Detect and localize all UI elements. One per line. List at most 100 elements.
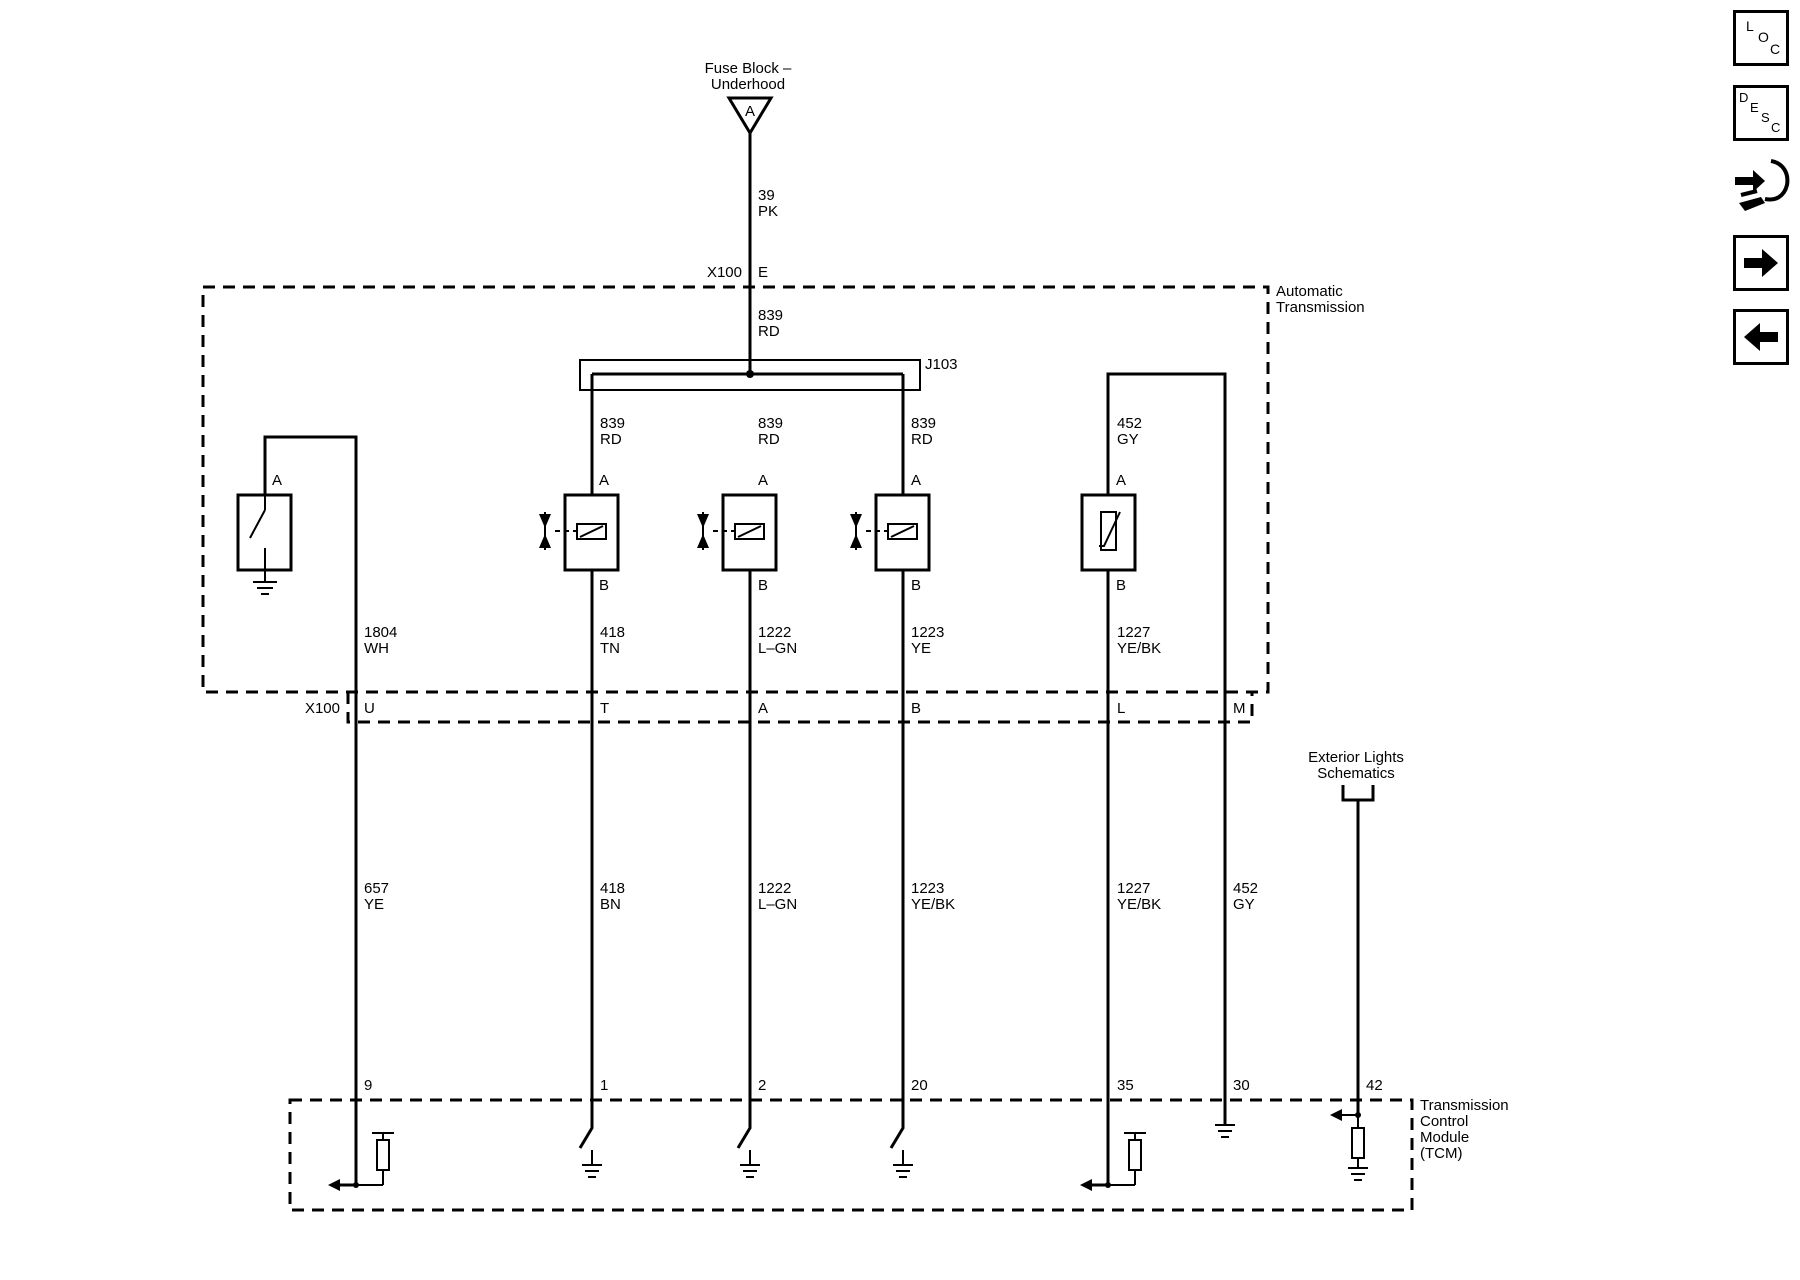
harness-wire-6-circuit: 452 bbox=[1233, 880, 1258, 897]
tcm-pin-42: 42 bbox=[1366, 1077, 1383, 1094]
wire-1223 bbox=[889, 570, 905, 1149]
tcm-boundary bbox=[288, 1098, 1414, 1212]
inner-wire-3-circuit: 839 bbox=[911, 415, 936, 432]
previous-button[interactable] bbox=[1733, 309, 1789, 365]
tcm-resistor-42-icon bbox=[1351, 1127, 1365, 1159]
tcm-label-2: Control bbox=[1420, 1113, 1468, 1130]
svg-text:D: D bbox=[1739, 90, 1748, 105]
wire-418 bbox=[578, 570, 594, 1149]
harness-wire-2-circuit: 418 bbox=[600, 880, 625, 897]
solenoid-1 bbox=[539, 493, 620, 572]
wire-switch-loop bbox=[263, 435, 358, 1185]
lower-wire-2-circuit: 418 bbox=[600, 624, 625, 641]
automatic-transmission-label-1: Automatic bbox=[1276, 283, 1343, 300]
tcm-input-42-arrow-icon bbox=[1330, 1109, 1342, 1121]
x100-pin-u: U bbox=[364, 700, 375, 717]
tcm-pin-9: 9 bbox=[364, 1077, 372, 1094]
tcm-ground-1-icon bbox=[582, 1150, 602, 1178]
connector-x100-bottom bbox=[346, 692, 1254, 724]
sol3-pin-a: A bbox=[911, 472, 921, 489]
tcm-input-9-arrow-icon bbox=[328, 1179, 340, 1191]
connector-top-pin: E bbox=[758, 264, 768, 281]
inner-wire-4-circuit: 452 bbox=[1117, 415, 1142, 432]
x100-pin-t: T bbox=[600, 700, 609, 717]
exterior-lights-label-1: Exterior Lights bbox=[1308, 749, 1404, 766]
switch-ground-icon bbox=[253, 581, 277, 595]
svg-text:C: C bbox=[1770, 41, 1780, 57]
next-button[interactable] bbox=[1733, 235, 1789, 291]
tcm-pin-2: 2 bbox=[758, 1077, 766, 1094]
tcm-ground-2-icon bbox=[740, 1150, 760, 1178]
fuse-block-label-2: Underhood bbox=[711, 76, 785, 93]
tcm-label-1: Transmission bbox=[1420, 1097, 1509, 1114]
lower-wire-1-circuit: 1804 bbox=[364, 624, 397, 641]
switch-contact-icon bbox=[249, 495, 266, 582]
lower-wire-5-color: YE/BK bbox=[1117, 640, 1161, 657]
tcm-input-35 bbox=[1080, 1132, 1146, 1191]
fuse-block-pin: A bbox=[745, 103, 755, 120]
tcm-pin-1: 1 bbox=[600, 1077, 608, 1094]
x100-pin-b: B bbox=[911, 700, 921, 717]
connector-bottom-name: X100 bbox=[305, 700, 340, 717]
desc-icon: D E S C bbox=[1739, 90, 1780, 135]
tcm-ground-20-icon bbox=[893, 1150, 913, 1178]
harness-wire-5-circuit: 1227 bbox=[1117, 880, 1150, 897]
svg-text:O: O bbox=[1758, 29, 1769, 45]
solenoid-2 bbox=[697, 493, 778, 572]
x100-pin-a: A bbox=[758, 700, 768, 717]
temp-pin-a: A bbox=[1116, 472, 1126, 489]
sol2-pin-a: A bbox=[758, 472, 768, 489]
harness-wire-4-color: YE/BK bbox=[911, 896, 955, 913]
tcm-pin-30: 30 bbox=[1233, 1077, 1250, 1094]
sol3-pin-b: B bbox=[911, 577, 921, 594]
solenoid-3 bbox=[850, 493, 931, 572]
automatic-transmission-label-2: Transmission bbox=[1276, 299, 1365, 316]
tcm-pin-20: 20 bbox=[911, 1077, 928, 1094]
loc-button[interactable]: L O C bbox=[1733, 10, 1789, 66]
harness-wire-5-color: YE/BK bbox=[1117, 896, 1161, 913]
sol1-pin-a: A bbox=[599, 472, 609, 489]
splice-name: J103 bbox=[925, 356, 958, 373]
inner-wire-1-color: RD bbox=[600, 431, 622, 448]
desc-button[interactable]: D E S C bbox=[1733, 85, 1789, 141]
fuse-block-label-1: Fuse Block – bbox=[705, 60, 792, 77]
switch-pin-a: A bbox=[272, 472, 282, 489]
tcm-ground-30-icon bbox=[1215, 1124, 1235, 1138]
harness-wire-6-color: GY bbox=[1233, 896, 1255, 913]
tcm-input-9 bbox=[328, 1132, 394, 1191]
connector-repair-button[interactable] bbox=[1731, 155, 1793, 217]
splice-j103 bbox=[579, 359, 921, 391]
inner-wire-2-color: RD bbox=[758, 431, 780, 448]
inner-wire-4-color: GY bbox=[1117, 431, 1139, 448]
fuse-block-terminal-icon bbox=[726, 96, 774, 136]
tcm-pin-35: 35 bbox=[1117, 1077, 1134, 1094]
svg-text:E: E bbox=[1750, 100, 1759, 115]
arrow-left-icon bbox=[1744, 323, 1778, 351]
lower-wire-5-circuit: 1227 bbox=[1117, 624, 1150, 641]
harness-wire-3-circuit: 1222 bbox=[758, 880, 791, 897]
thermistor-icon bbox=[1100, 511, 1117, 551]
wire-top-circuit: 39 bbox=[758, 187, 775, 204]
wire-top-color: PK bbox=[758, 203, 778, 220]
wire-452-loop bbox=[1106, 372, 1227, 1125]
svg-text:C: C bbox=[1771, 120, 1780, 135]
tcm-input-42 bbox=[1330, 1109, 1368, 1181]
wire-feed-circuit: 839 bbox=[758, 307, 783, 324]
loc-icon: L O C bbox=[1746, 18, 1780, 57]
sol1-pin-b: B bbox=[599, 577, 609, 594]
harness-wire-1-circuit: 657 bbox=[364, 880, 389, 897]
lower-wire-2-color: TN bbox=[600, 640, 620, 657]
x100-pin-l: L bbox=[1117, 700, 1125, 717]
wire-feed-color: RD bbox=[758, 323, 780, 340]
splice-node-icon bbox=[746, 370, 754, 378]
svg-text:L: L bbox=[1746, 18, 1754, 34]
exterior-lights-label-2: Schematics bbox=[1317, 765, 1395, 782]
temp-sensor bbox=[1080, 493, 1137, 572]
inner-wire-3-color: RD bbox=[911, 431, 933, 448]
lower-wire-1-color: WH bbox=[364, 640, 389, 657]
svg-text:S: S bbox=[1761, 110, 1770, 125]
exterior-lights-ref-icon bbox=[1341, 785, 1375, 802]
arrow-right-icon bbox=[1744, 249, 1778, 277]
lower-wire-4-circuit: 1223 bbox=[911, 624, 944, 641]
